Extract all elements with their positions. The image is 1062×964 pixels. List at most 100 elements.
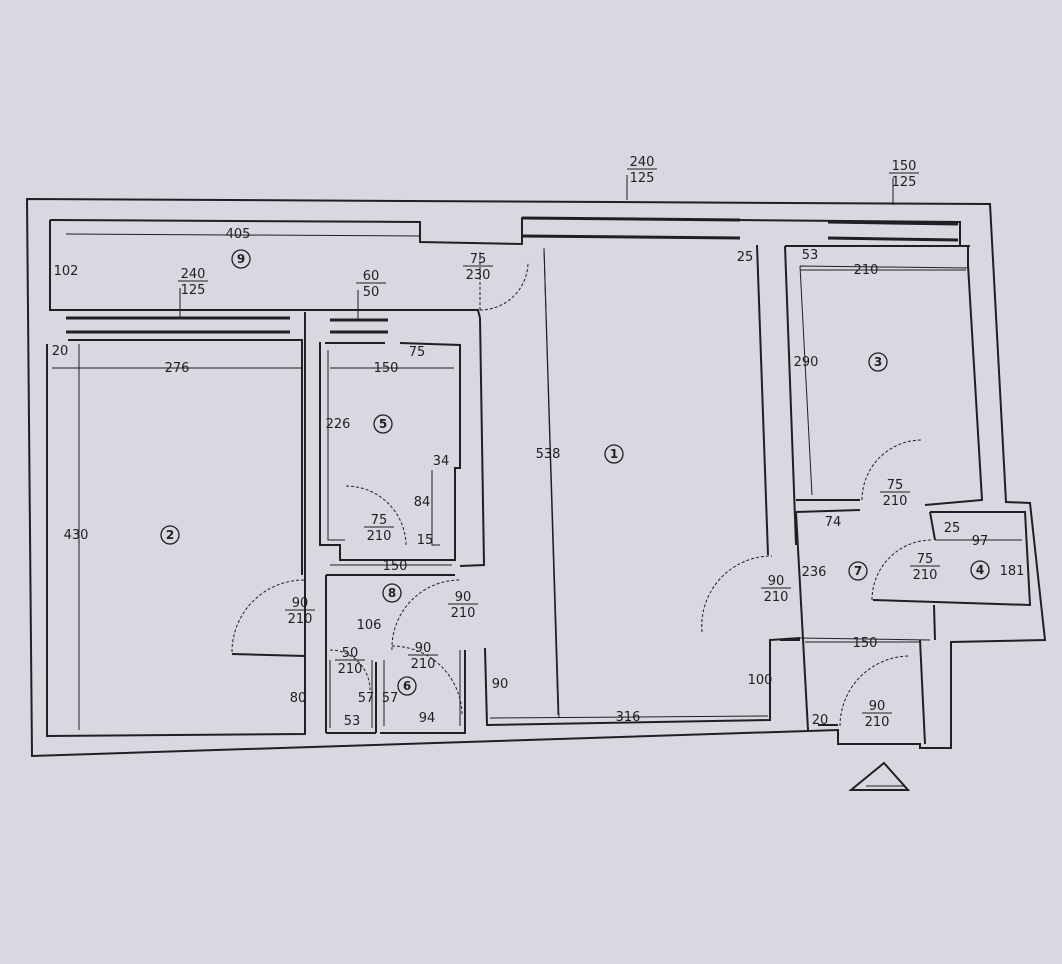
door-9-1-width: 75 (470, 252, 487, 267)
room-9-dimension: 25 (737, 250, 754, 265)
wall-hall-7-line (799, 637, 931, 641)
wall-hall-8 (325, 574, 801, 734)
room-4-number: 4 (976, 563, 984, 577)
room-1-number-circle (604, 444, 624, 464)
window-room-5 (330, 318, 388, 334)
room-1-dimension: 538 (536, 447, 561, 462)
wall-wc (329, 650, 461, 728)
room-4-number-circle (970, 560, 990, 580)
door-entrance-width: 90 (869, 699, 886, 714)
room-1-dimension: 316 (616, 710, 641, 725)
door-swing-5 (345, 485, 407, 547)
door-swing-6 (391, 645, 463, 717)
door-3-height: 210 (883, 494, 908, 509)
room-5-dimension: 34 (433, 454, 450, 469)
door-swing-7-1 (701, 555, 773, 633)
room-8-number-marker: 8 (382, 583, 402, 603)
window-room-5-width: 60 (363, 269, 380, 284)
room-6-dimension: 53 (344, 714, 361, 729)
dim-line-538 (543, 249, 559, 716)
room-8-dimension: 150 (383, 559, 408, 574)
room-8-number: 8 (388, 586, 396, 600)
door-8-1-width: 90 (455, 590, 472, 605)
room-8-dimension: 106 (357, 618, 382, 633)
room-7-dimension: 100 (748, 673, 773, 688)
exterior-wall-outer (25, 197, 1047, 758)
room-4-dimension: 25 (944, 521, 961, 536)
windows (66, 216, 959, 334)
door-2-height: 210 (288, 612, 313, 627)
room-5-dimension: 15 (417, 533, 434, 548)
door-entrance-height: 210 (865, 715, 890, 730)
room-7-dimension: 150 (853, 636, 878, 651)
window-room-2 (66, 316, 290, 334)
door-8-1-height: 210 (451, 606, 476, 621)
door-6-height: 210 (411, 657, 436, 672)
door-4-height: 210 (913, 568, 938, 583)
door-9-1-height: 230 (466, 268, 491, 283)
room-5-dimension: 226 (326, 417, 351, 432)
window-room-2-height: 125 (181, 283, 206, 298)
room-7-number: 7 (854, 564, 862, 578)
room-2-dimension: 80 (290, 691, 307, 706)
dim-line-316 (489, 715, 769, 719)
door-7-1-height: 210 (764, 590, 789, 605)
room-6-dimension: 57 (358, 691, 375, 706)
room-5-dimension: 84 (414, 495, 431, 510)
room-3-dimension: 53 (802, 248, 819, 263)
door-3-width: 75 (887, 478, 904, 493)
door-7-1-width: 90 (768, 574, 785, 589)
door-5-width: 75 (371, 513, 388, 528)
room-8-number-circle (382, 583, 402, 603)
door-wc-height: 210 (338, 662, 363, 677)
room-2-dimension: 20 (52, 344, 69, 359)
room-4-dimension: 181 (1000, 564, 1025, 579)
room-6-dimension: 57 (382, 691, 399, 706)
door-swing-9-1 (479, 250, 529, 311)
room-9-number: 9 (237, 252, 245, 266)
opening-labels: 2401251501252401256050752307521090210902… (178, 155, 940, 730)
room-7-number-circle (848, 561, 868, 581)
window-top-center-width: 240 (630, 155, 655, 170)
room-dimensions: 5383164302762080290210539725181226150753… (52, 227, 1025, 729)
room-4-dimension: 97 (972, 534, 989, 549)
wall-room-5 (319, 342, 461, 561)
wall-room-1-east (756, 244, 797, 556)
room-2-dimension: 430 (64, 528, 89, 543)
room-6-number: 6 (403, 679, 411, 693)
window-top-center-height: 125 (630, 171, 655, 186)
room-2-number: 2 (166, 528, 174, 542)
room-6-number-circle (397, 676, 417, 696)
wall-room-2 (46, 344, 306, 738)
entrance-arrow-icon (848, 761, 911, 791)
room-9-number-circle (231, 249, 251, 269)
wall-room-9-south (49, 220, 481, 319)
door-4-width: 75 (917, 552, 934, 567)
room-6-dimension: 94 (419, 711, 436, 726)
room-7-dimension: 74 (825, 515, 842, 530)
window-top-center (521, 216, 741, 240)
window-room-2-width: 240 (181, 267, 206, 282)
door-6-width: 90 (415, 641, 432, 656)
room-5-number-circle (373, 414, 393, 434)
room-2-dimension: 276 (165, 361, 190, 376)
room-9-dimension: 102 (54, 264, 79, 279)
window-top-right-width: 150 (892, 159, 917, 174)
window-room-5-height: 50 (363, 285, 380, 300)
room-9-dimension: 20 (812, 713, 829, 728)
room-9-number-marker: 9 (231, 249, 251, 269)
door-swing-wc (329, 649, 371, 691)
room-1-number-marker: 1 (604, 444, 624, 464)
